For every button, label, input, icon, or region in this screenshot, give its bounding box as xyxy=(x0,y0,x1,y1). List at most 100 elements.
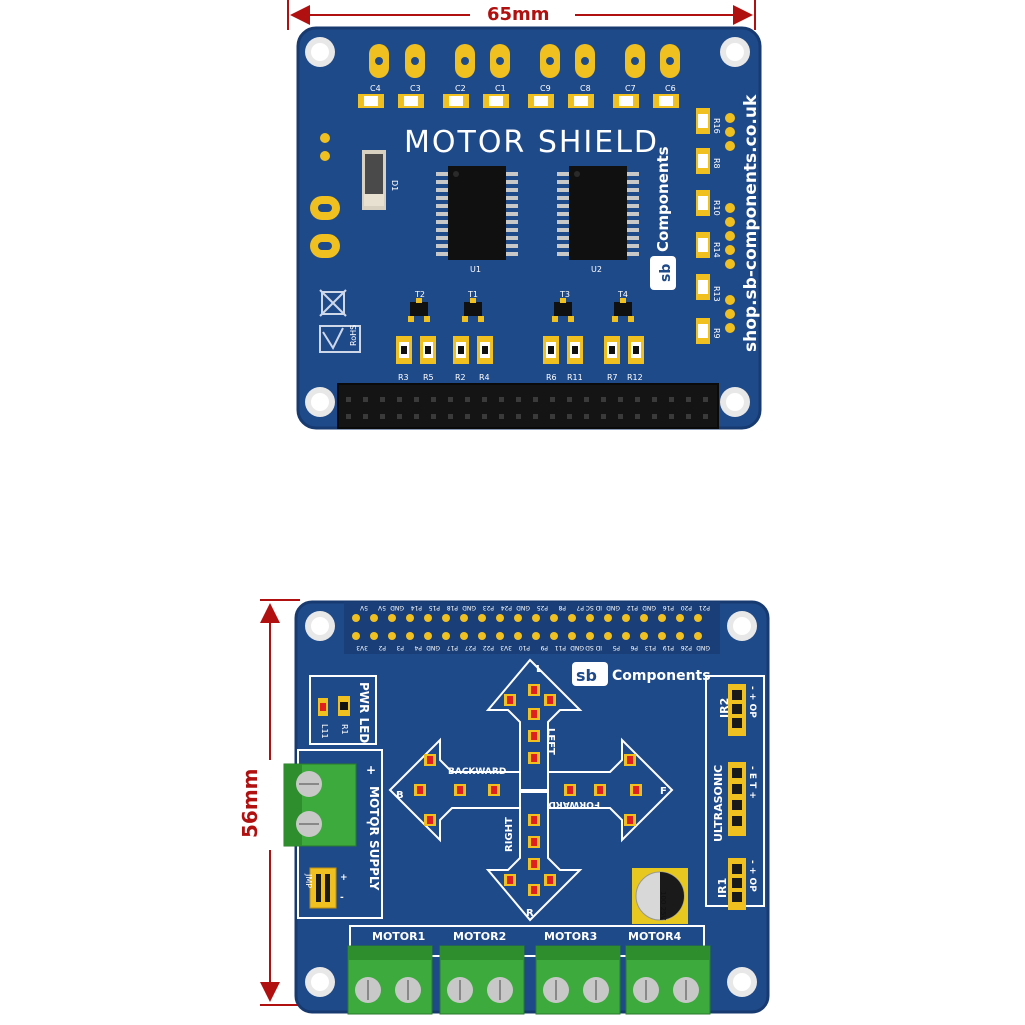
left-label: LEFT xyxy=(545,728,556,755)
svg-text:ID SC: ID SC xyxy=(586,604,602,611)
svg-text:P8: P8 xyxy=(558,604,566,611)
svg-text:100 25V: 100 25V xyxy=(659,891,667,920)
svg-text:L11: L11 xyxy=(320,724,329,739)
svg-text:RoHS: RoHS xyxy=(349,325,358,346)
red-led xyxy=(427,756,433,764)
svg-text:R: R xyxy=(526,908,534,919)
capacitor-label: C2 xyxy=(455,84,466,93)
svg-text:L: L xyxy=(536,664,543,675)
gpio-pad xyxy=(424,614,432,622)
gpio-pad-header: 5V 5V GND P14 P15 P18 GND P23 P24 GND P2… xyxy=(344,602,720,654)
red-led xyxy=(633,786,639,794)
red-led xyxy=(627,816,633,824)
svg-text:sb: sb xyxy=(658,264,674,282)
svg-text:GND: GND xyxy=(606,604,620,611)
capacitor-label: C7 xyxy=(625,84,636,93)
svg-text:P14: P14 xyxy=(411,604,422,611)
svg-text:R13: R13 xyxy=(712,286,721,302)
direction-leds xyxy=(414,684,642,896)
gpio-pad xyxy=(622,632,630,640)
svg-text:P25: P25 xyxy=(537,604,548,611)
capacitor-row: C4 C3 C2 C1 C9 C8 C7 C6 xyxy=(358,84,679,108)
red-led xyxy=(547,876,553,884)
svg-text:P15: P15 xyxy=(429,604,440,611)
capacitor-label: C6 xyxy=(665,84,676,93)
gpio-pad xyxy=(676,614,684,622)
mounting-hole xyxy=(305,611,335,641)
svg-text:R3: R3 xyxy=(398,373,409,382)
svg-text:ID SD: ID SD xyxy=(585,644,602,651)
svg-text:P27: P27 xyxy=(465,644,476,651)
motor-driver-chip-u1: U1 xyxy=(436,166,518,274)
gpio-pad xyxy=(352,632,360,640)
brand-logo: sb Components xyxy=(650,146,676,290)
height-dimension xyxy=(260,599,300,1006)
mounting-hole xyxy=(720,387,750,417)
capacitor-label: C3 xyxy=(410,84,421,93)
svg-text:R5: R5 xyxy=(423,373,434,382)
chip-label: U2 xyxy=(591,265,602,274)
red-led xyxy=(531,860,537,868)
gpio-pad xyxy=(406,614,414,622)
capacitor-label: C1 xyxy=(495,84,506,93)
svg-text:P20: P20 xyxy=(681,604,692,611)
motor-supply-section: + - MOTOR SUPPLY JMP + - xyxy=(283,749,383,919)
mounting-hole xyxy=(727,967,757,997)
svg-text:P12: P12 xyxy=(627,604,638,611)
ir2-label: IR2 xyxy=(718,698,731,718)
svg-text:P2: P2 xyxy=(378,644,386,651)
website-url: shop.sb-components.co.uk xyxy=(741,94,761,352)
gpio-pad xyxy=(604,614,612,622)
gpio-pad xyxy=(460,632,468,640)
svg-text:5V: 5V xyxy=(377,604,386,611)
svg-text:P4: P4 xyxy=(414,644,422,651)
mounting-hole xyxy=(305,37,335,67)
svg-text:GND: GND xyxy=(462,604,476,611)
capacitor-label: C8 xyxy=(580,84,591,93)
svg-text:T1: T1 xyxy=(467,290,478,299)
motor3-terminal xyxy=(535,945,621,1015)
svg-text:P17: P17 xyxy=(447,644,458,651)
gpio-header xyxy=(337,383,719,429)
weee-symbol xyxy=(319,289,347,317)
svg-text:P7: P7 xyxy=(576,604,584,611)
width-dimension xyxy=(287,0,756,30)
direction-labels: LEFT RIGHT FORWARD BACKWARD L R F B xyxy=(396,664,667,919)
motor4-terminal xyxy=(625,945,711,1015)
gpio-pad xyxy=(532,614,540,622)
svg-text:P19: P19 xyxy=(663,644,674,651)
svg-text:P21: P21 xyxy=(699,604,710,611)
svg-text:P6: P6 xyxy=(630,644,638,651)
red-led xyxy=(531,754,537,762)
mounting-hole xyxy=(305,387,335,417)
gpio-pad xyxy=(424,632,432,640)
gpio-pad xyxy=(460,614,468,622)
svg-text:GND: GND xyxy=(390,604,404,611)
gpio-pad xyxy=(658,632,666,640)
svg-text:T2: T2 xyxy=(414,290,425,299)
svg-text:GND: GND xyxy=(516,604,530,611)
gpio-pad xyxy=(604,632,612,640)
motor4-label: MOTOR4 xyxy=(628,930,682,943)
gpio-pad xyxy=(586,614,594,622)
transistor-group: T2 T1 T3 T4 xyxy=(408,290,634,322)
resistor-column: R16 R8 R10 R14 R13 R9 xyxy=(696,108,735,344)
svg-text:GND: GND xyxy=(696,644,710,651)
gpio-pad xyxy=(640,632,648,640)
gpio-pad xyxy=(622,614,630,622)
gpio-pad xyxy=(550,614,558,622)
width-dimension-label: 65mm xyxy=(487,4,550,25)
rohs-mark: RoHS xyxy=(319,325,361,353)
gpio-pad xyxy=(658,614,666,622)
direction-arrows xyxy=(388,658,674,922)
svg-text:B: B xyxy=(396,790,404,801)
svg-text:P13: P13 xyxy=(645,644,656,651)
red-led xyxy=(531,686,537,694)
svg-text:P9: P9 xyxy=(540,644,548,651)
motor2-label: MOTOR2 xyxy=(453,930,506,943)
right-label: RIGHT xyxy=(504,817,515,852)
ultrasonic-label: ULTRASONIC xyxy=(712,765,725,842)
svg-text:-: - xyxy=(366,815,371,829)
brand-logo-bottom: sb Components xyxy=(572,662,711,686)
